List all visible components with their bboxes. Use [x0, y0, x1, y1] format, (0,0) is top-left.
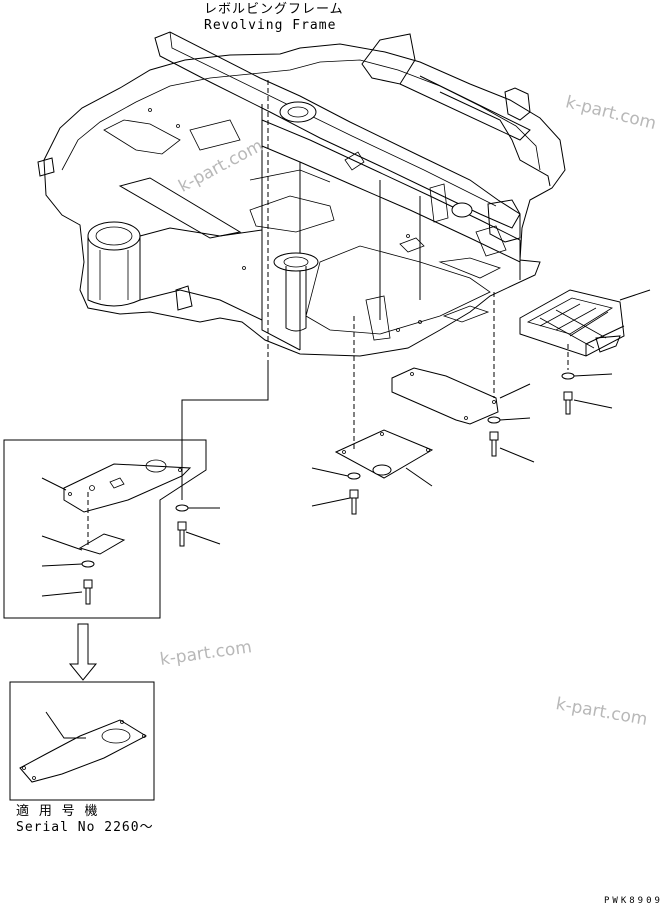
revolving-frame — [37, 31, 566, 357]
cover-plate-right — [391, 367, 499, 425]
alignment-lines — [267, 80, 569, 452]
title-english: Revolving Frame — [204, 18, 337, 33]
detail-box-before — [3, 439, 207, 619]
serial-label-english: Serial No 2260～ — [16, 820, 154, 835]
detail-box-after — [9, 681, 155, 801]
transition-arrow — [68, 623, 98, 681]
fasteners — [175, 372, 575, 547]
leader-lines — [185, 289, 651, 545]
connector-lines — [181, 360, 269, 500]
drawing-code: PWK8909 — [604, 896, 663, 906]
center-pin — [273, 252, 319, 332]
step-guard — [519, 289, 625, 357]
cover-plate-center — [334, 429, 434, 479]
title-japanese: レボルビングフレーム — [204, 2, 344, 17]
serial-label-japanese: 適 用 号 機 — [16, 804, 99, 819]
swing-mount — [87, 221, 141, 307]
